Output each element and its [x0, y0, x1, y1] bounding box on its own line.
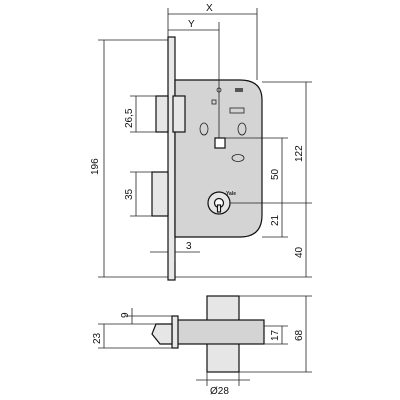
dim-23-label: 23 [92, 332, 103, 344]
dim-35-label: 35 [124, 188, 135, 200]
top-slot [235, 88, 243, 92]
lock-body [174, 79, 263, 238]
brand-mark: Yale [226, 191, 236, 197]
dim-196-label: 196 [90, 158, 101, 175]
faceplate-profile [171, 315, 179, 349]
small-slot [229, 107, 245, 114]
dim-17-label: 17 [270, 329, 281, 341]
dim-26-5-label: 26,5 [124, 108, 135, 128]
dim-21-label: 21 [270, 214, 281, 226]
dim-x-label: X [206, 3, 213, 14]
latch-profile [151, 323, 173, 345]
body-profile [175, 319, 265, 345]
faceplate [167, 36, 176, 281]
dim-y-label: Y [188, 19, 195, 30]
dim-122-label: 122 [294, 145, 305, 162]
small-square [211, 99, 217, 105]
lower-slot [231, 154, 245, 162]
latch-bolt-face [172, 95, 186, 133]
right-slot [237, 122, 247, 136]
dim-50-label: 50 [270, 168, 281, 180]
latch-bolt [155, 95, 169, 133]
deadbolt [151, 171, 169, 217]
spindle-square [214, 137, 226, 149]
dim-40-label: 40 [294, 246, 305, 258]
cylinder-keyway [216, 204, 222, 213]
dim-28-label: Ø28 [210, 386, 229, 397]
dim-3-label: 3 [186, 241, 192, 252]
dim-68-label: 68 [294, 329, 305, 341]
left-slot [199, 122, 209, 136]
dim-9-label: 9 [120, 312, 131, 318]
